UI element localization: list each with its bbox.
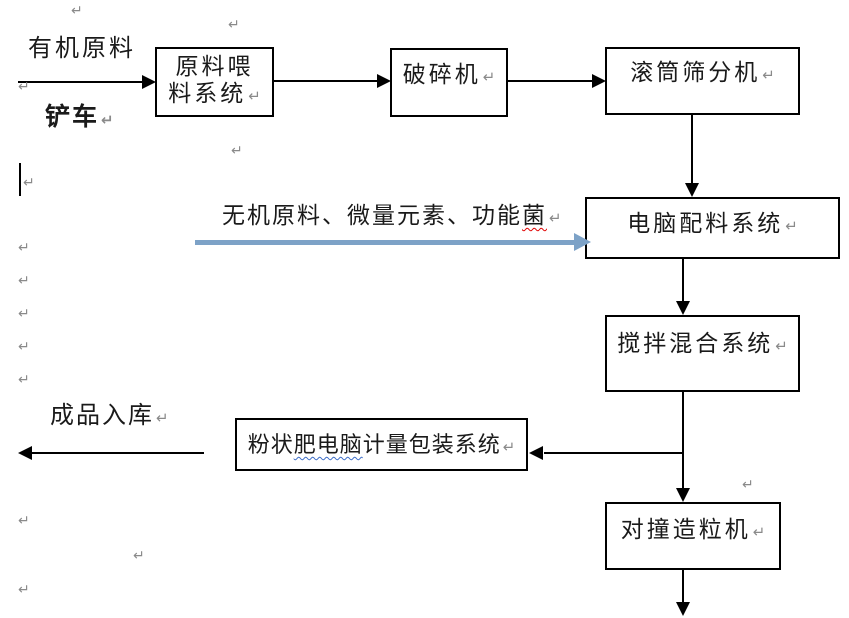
arrowhead-right-icon [142, 75, 156, 89]
flow-box-computer-batching-label: 电脑配料系统 [627, 211, 784, 236]
arrowhead-down-icon [676, 301, 690, 315]
paragraph-mark-icon: ↵ [156, 409, 169, 427]
flow-box-drum-screen[interactable]: 滚筒筛分机↵ [605, 47, 800, 115]
flow-box-feeding-system[interactable]: 原料喂 料系统↵ [155, 47, 274, 117]
flow-box-impact-granulator[interactable]: 对撞造粒机↵ [605, 502, 781, 570]
connector-mixing-to-granulator[interactable] [682, 392, 684, 490]
paragraph-mark-icon: ↵ [762, 66, 775, 84]
paragraph-mark-icon: ↵ [23, 175, 35, 191]
flow-box-feeding-line2: 料系统 [168, 81, 247, 106]
label-inorganic-flagged-text: 菌 [522, 203, 547, 228]
flow-box-powder-packing-system[interactable]: 粉状肥电脑计量包装系统↵ [235, 418, 528, 471]
flow-box-feeding-line1: 原料喂 [175, 54, 254, 79]
arrowhead-left-icon [529, 446, 543, 460]
arrowhead-right-blue-icon [574, 233, 591, 251]
paragraph-mark-icon: ↵ [228, 17, 240, 33]
flow-box-crusher[interactable]: 破碎机↵ [390, 48, 508, 117]
flow-box-drum-screen-label: 滚筒筛分机 [630, 60, 761, 85]
paragraph-mark-icon: ↵ [18, 513, 30, 529]
paragraph-mark-icon: ↵ [18, 372, 30, 388]
paragraph-mark-icon: ↵ [549, 209, 562, 227]
flow-box-mixing-label: 搅拌混合系统 [617, 331, 774, 356]
connector-inorganic-to-batching[interactable] [195, 240, 577, 245]
paragraph-mark-icon: ↵ [71, 3, 83, 19]
paragraph-mark-icon: ↵ [248, 87, 261, 105]
paragraph-mark-icon: ↵ [231, 143, 243, 159]
connector-batching-to-mixing[interactable] [682, 259, 684, 303]
paragraph-mark-icon: ↵ [133, 548, 145, 564]
paragraph-mark-icon: ↵ [18, 582, 30, 598]
arrowhead-right-icon [592, 74, 606, 88]
label-organic-material-text: 有机原料 [28, 36, 136, 62]
flow-box-packing-flagged-text: 肥电脑 [293, 432, 363, 457]
connector-granulator-output[interactable] [682, 570, 684, 603]
label-finished-goods-warehouse: 成品入库↵ [50, 395, 169, 430]
flow-box-computer-batching[interactable]: 电脑配料系统↵ [585, 197, 840, 259]
paragraph-mark-icon: ↵ [18, 240, 30, 256]
arrowhead-down-icon [676, 602, 690, 616]
text-cursor [19, 163, 21, 196]
flow-box-granulator-label: 对撞造粒机 [620, 517, 751, 542]
label-organic-material: 有机原料 [28, 28, 136, 63]
paragraph-mark-icon: ↵ [502, 438, 516, 456]
paragraph-mark-icon: ↵ [785, 217, 798, 235]
arrowhead-right-icon [377, 74, 391, 88]
label-loader: 铲车↵ [45, 97, 114, 133]
connector-screen-to-batching[interactable] [691, 115, 693, 184]
paragraph-mark-icon: ↵ [18, 339, 30, 355]
paragraph-mark-icon: ↵ [101, 111, 114, 129]
connector-feeding-to-crusher[interactable] [273, 80, 378, 82]
paragraph-mark-icon: ↵ [752, 523, 766, 541]
flow-box-packing-suffix: 计量包装系统 [362, 432, 501, 457]
arrowhead-left-icon [18, 446, 32, 460]
arrowhead-down-icon [685, 183, 699, 197]
connector-crusher-to-screen[interactable] [508, 80, 593, 82]
paragraph-mark-icon: ↵ [775, 337, 788, 355]
paragraph-mark-icon: ↵ [18, 306, 30, 322]
paragraph-mark-icon: ↵ [482, 68, 496, 86]
paragraph-mark-icon: ↵ [18, 273, 30, 289]
label-finished-goods-text: 成品入库 [50, 403, 154, 429]
arrowhead-down-icon [676, 488, 690, 502]
flow-box-packing-prefix: 粉状 [247, 432, 294, 457]
label-inorganic-text: 无机原料、微量元素、功能 [222, 203, 522, 228]
connector-organic-to-feeding[interactable] [18, 81, 143, 83]
flow-box-crusher-label: 破碎机 [402, 62, 481, 87]
paragraph-mark-icon: ↵ [18, 79, 30, 95]
label-loader-text: 铲车 [45, 104, 100, 131]
connector-branch-to-packing[interactable] [544, 452, 683, 454]
connector-packing-to-warehouse[interactable] [32, 452, 204, 454]
paragraph-mark-icon: ↵ [742, 477, 754, 493]
flow-box-mixing-system[interactable]: 搅拌混合系统↵ [605, 315, 800, 392]
label-inorganic-materials: 无机原料、微量元素、功能菌↵ [222, 196, 562, 230]
